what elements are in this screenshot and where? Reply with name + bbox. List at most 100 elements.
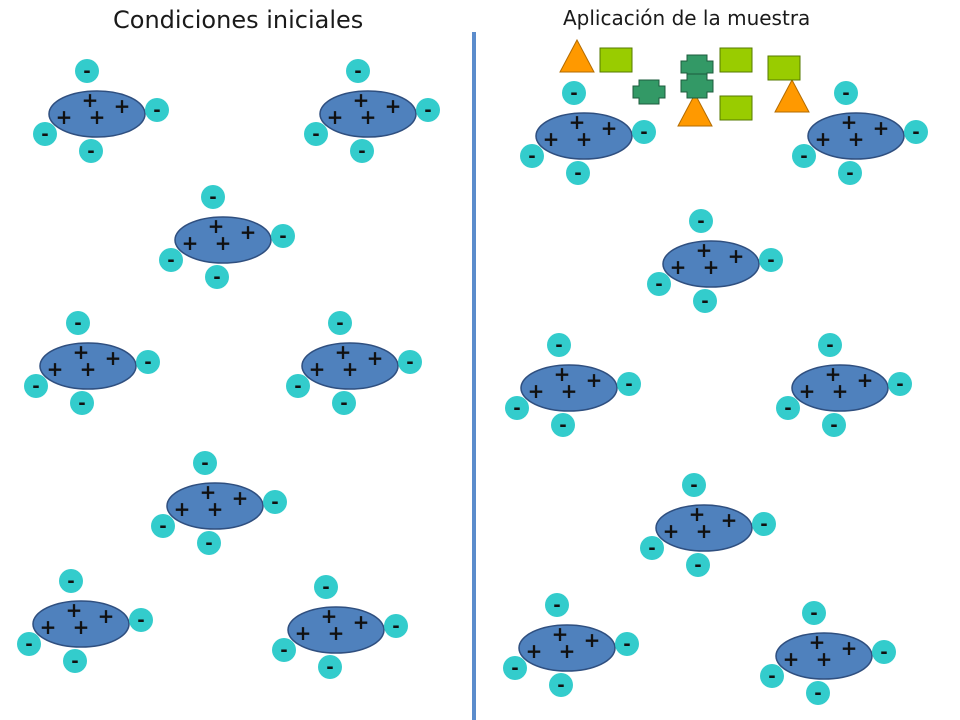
negative-charge: - [424,100,431,121]
counter-ion: - [332,391,356,415]
counter-ion: - [872,640,896,664]
positive-charge: + [200,480,217,504]
positive-charge: + [327,105,344,129]
negative-charge: - [655,274,662,295]
negative-charge: - [201,453,208,474]
negative-charge: - [768,666,775,687]
positive-charge: + [815,127,832,151]
counter-ion: - [888,372,912,396]
particle-body [662,240,760,288]
particle-body [791,364,889,412]
negative-charge: - [648,538,655,559]
counter-ion: - [79,139,103,163]
counter-ion: - [201,185,225,209]
negative-charge: - [280,640,287,661]
positive-charge: + [174,497,191,521]
positive-charge: + [816,647,833,671]
positive-charge: + [207,497,224,521]
counter-ion: - [271,224,295,248]
positive-charge: + [721,508,738,532]
positive-charge: + [353,610,370,634]
charged-particle-L6: ++++---- [151,451,287,555]
counter-ion: - [416,98,440,122]
positive-charge: + [832,379,849,403]
counter-ion: - [693,289,717,313]
counter-ion: - [617,372,641,396]
charged-particle-L7: ++++---- [17,569,153,673]
positive-charge: + [873,116,890,140]
positive-charge: + [56,105,73,129]
triangle-molecule [774,78,810,113]
counter-ion: - [66,311,90,335]
counter-ion: - [24,374,48,398]
particle-body [319,90,417,138]
negative-charge: - [826,335,833,356]
negative-charge: - [553,595,560,616]
counter-ion: - [159,248,183,272]
counter-ion: - [686,553,710,577]
negative-charge: - [71,651,78,672]
counter-ion: - [615,632,639,656]
negative-charge: - [760,514,767,535]
positive-charge: + [601,116,618,140]
positive-charge: + [66,598,83,622]
positive-charge: + [728,244,745,268]
particle-body [174,216,272,264]
counter-ion: - [17,632,41,656]
charged-particle-R7: ++++---- [503,593,639,697]
negative-charge: - [528,146,535,167]
square-molecule [599,47,633,73]
positive-charge: + [215,231,232,255]
counter-ion: - [904,120,928,144]
counter-ion: - [838,161,862,185]
negative-charge: - [159,516,166,537]
positive-charge: + [335,340,352,364]
positive-charge: + [783,647,800,671]
charged-particle-R1: ++++---- [520,81,656,185]
positive-charge: + [561,379,578,403]
counter-ion: - [145,98,169,122]
counter-ion: - [70,391,94,415]
negative-charge: - [570,83,577,104]
positive-charge: + [367,346,384,370]
negative-charge: - [690,475,697,496]
charged-particle-L4: ++++---- [24,311,160,415]
negative-charge: - [137,610,144,631]
counter-ion: - [640,536,664,560]
negative-charge: - [340,393,347,414]
particle-body [301,342,399,390]
counter-ion: - [792,144,816,168]
negative-charge: - [326,657,333,678]
negative-charge: - [557,675,564,696]
negative-charge: - [392,616,399,637]
charged-particle-R8: ++++---- [760,601,896,705]
positive-charge: + [543,127,560,151]
positive-charge: + [857,368,874,392]
negative-charge: - [814,683,821,704]
negative-charge: - [87,141,94,162]
negative-charge: - [896,374,903,395]
title-initial-conditions: Condiciones iniciales [113,6,364,34]
positive-charge: + [105,346,122,370]
negative-charge: - [25,634,32,655]
panel-divider [472,32,476,720]
counter-ion: - [197,531,221,555]
negative-charge: - [625,374,632,395]
cross-molecule [632,79,666,105]
counter-ion: - [549,673,573,697]
counter-ion: - [503,656,527,680]
particle-body [655,504,753,552]
positive-charge: + [569,110,586,134]
charged-particle-R4: ++++---- [505,333,641,437]
positive-charge: + [584,628,601,652]
negative-charge: - [209,187,216,208]
negative-charge: - [830,415,837,436]
counter-ion: - [263,490,287,514]
positive-charge: + [696,238,713,262]
negative-charge: - [784,398,791,419]
negative-charge: - [880,642,887,663]
square-molecule [719,95,753,121]
negative-charge: - [74,313,81,334]
counter-ion: - [346,59,370,83]
negative-charge: - [767,250,774,271]
